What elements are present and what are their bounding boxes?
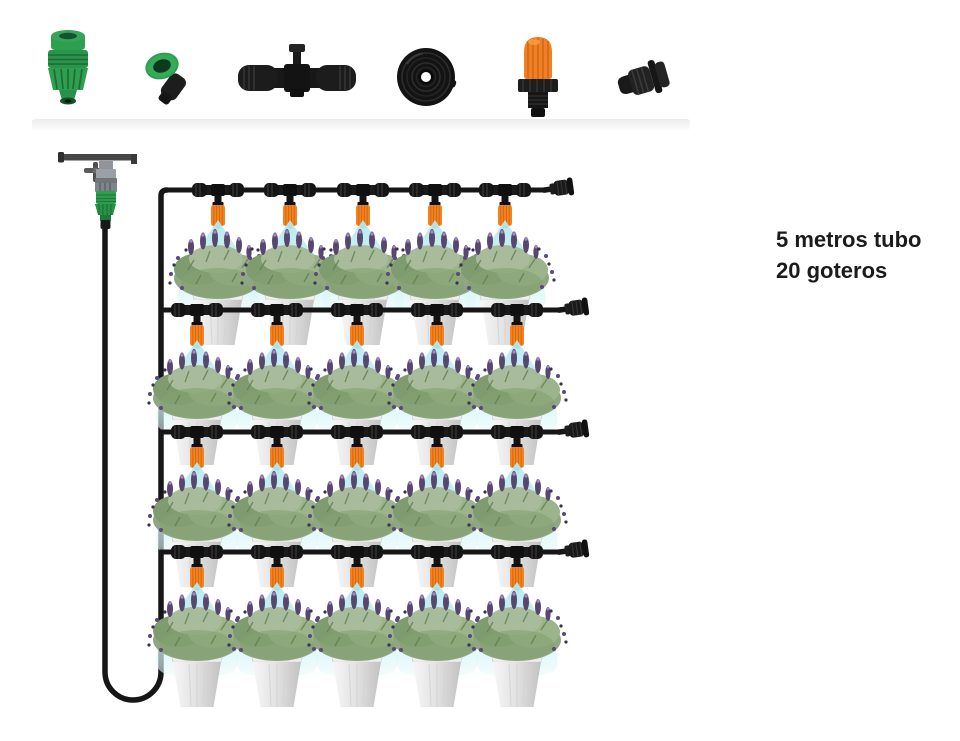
tubing-coil-icon [397,48,457,106]
potted-plant [226,590,329,708]
threaded-faucet-adapter-icon [145,52,186,105]
potted-plant [306,590,409,708]
faucet [58,152,137,229]
potted-plant [386,590,489,708]
potted-plant [454,228,557,346]
row-end-cap-icon [541,176,576,200]
irrigation-row-4 [146,538,591,708]
supply-tube [102,187,170,703]
component-tubing-coil [394,45,458,109]
components-shelf-shadow [32,119,690,130]
irrigation-row-1 [164,176,576,346]
spec-dripper-count: 20 goteros [776,258,888,283]
component-tee-connector [236,43,358,105]
spec-tube-length: 5 metros tubo [776,227,922,252]
kit-specs-text: 5 metros tubo 20 goteros [776,224,921,286]
tee-connector-icon [238,44,356,97]
component-hose-quick-connector [40,26,96,110]
component-threaded-faucet-adapter [138,44,194,108]
irrigation-system-diagram [58,152,591,708]
irrigation-row-3 [146,418,591,588]
row-end-cap-icon [556,296,591,320]
row-end-cap-icon [556,538,591,562]
potted-plant [466,590,569,708]
component-adjustable-mist-dripper [516,34,560,120]
irrigation-row-2 [146,296,591,466]
component-end-plug [612,55,674,105]
row-end-cap-icon [556,418,591,442]
hose-quick-connector-icon [48,30,88,105]
end-plug-icon [617,59,670,95]
adjustable-mist-dripper-icon [518,37,558,117]
